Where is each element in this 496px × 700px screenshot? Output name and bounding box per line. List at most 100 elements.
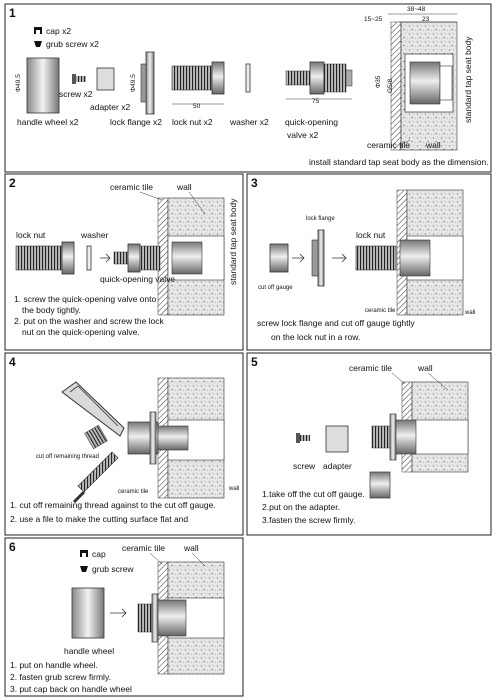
lock-nut-label-2: lock nut — [16, 230, 46, 240]
dim-15-25: 15~25 — [364, 16, 383, 23]
screw-part-5 — [296, 433, 310, 443]
panel-1-frame — [4, 3, 492, 173]
dim-lock-nut-length: 50 — [193, 103, 201, 110]
handle-wheel-label: handle wheel x2 — [17, 117, 79, 127]
adapter-part-5 — [325, 425, 349, 453]
washer-part-2 — [86, 245, 92, 271]
ceramic-label-5: ceramic tile — [349, 363, 392, 373]
seat-body-label-1: standard tap seat body — [463, 36, 473, 123]
dim-g58: G5/8 — [387, 79, 394, 93]
wall-label-2: wall — [176, 182, 192, 192]
screw-label: screw x2 — [59, 89, 93, 99]
panel-5-step-3: 3.fasten the screw firmly. — [262, 515, 355, 525]
wall-section-1 — [390, 21, 458, 151]
dim-23: 23 — [422, 16, 430, 23]
handle-wheel-part-6 — [71, 587, 105, 639]
handle-wheel-part — [26, 57, 60, 114]
panel-3-frame — [246, 173, 492, 351]
dim-35: Φ35 — [375, 75, 382, 88]
lock-flange-part-3 — [311, 229, 325, 287]
file-tool-icon — [72, 451, 119, 504]
lock-flange-label: lock flange x2 — [110, 117, 162, 127]
panel-1-number: 1 — [9, 6, 16, 20]
cap-label: cap x2 — [46, 26, 71, 36]
wall-section-3 — [396, 189, 464, 316]
adapter-part — [96, 67, 115, 91]
panel-6-step-3: 3. put cap back on handle wheel — [10, 684, 132, 694]
ceramic-label-2: ceramic tile — [110, 182, 153, 192]
quick-valve-label-2: valve x2 — [287, 130, 318, 140]
valve-assembly-4 — [127, 411, 189, 465]
washer-part — [245, 63, 251, 93]
washer-label: washer x2 — [229, 117, 269, 127]
install-note: install standard tap seat body as the di… — [309, 157, 489, 167]
wall-label-6: wall — [183, 543, 199, 553]
panel-6-step-1: 1. put on handle wheel. — [10, 660, 98, 670]
dim-flange-diameter: Φ49.5 — [130, 74, 137, 92]
panel-2-number: 2 — [9, 176, 16, 190]
quick-opening-valve-part — [285, 61, 353, 95]
wall-label-3: wall — [464, 310, 475, 316]
panel-6-frame — [4, 537, 244, 697]
panel-4-step-2: 2. use a file to make the cutting surfac… — [10, 514, 188, 524]
panel-2-step-2a: 2. put on the washer and screw the lock — [14, 316, 165, 326]
ceramic-label-6: ceramic tile — [122, 543, 165, 553]
panel-2-frame — [4, 173, 244, 351]
panel-5-number: 5 — [251, 355, 258, 369]
lock-flange-label-3: lock flange — [306, 216, 335, 222]
ceramic-label-4: ceramic tile — [118, 489, 149, 495]
lock-nut-part — [171, 61, 225, 95]
panel-5-step-2: 2.put on the adapter. — [262, 502, 340, 512]
quick-valve-label-1: quick-opening — [285, 117, 338, 127]
lock-flange-part — [140, 51, 155, 115]
cut-remaining-label: cut off remaining thread — [36, 454, 99, 460]
screw-label-5: screw — [293, 461, 316, 471]
panel-5-frame — [246, 352, 492, 536]
dim-valve-length: 75 — [312, 98, 320, 105]
wall-label-5: wall — [417, 363, 433, 373]
panel-3-number: 3 — [251, 176, 258, 190]
panel-2-step-1b: the body tightly. — [22, 305, 81, 315]
panel-5-step-1: 1.take off the cut off gauge. — [262, 489, 365, 499]
dim-38-48: 38~48 — [407, 6, 426, 13]
seat-body-label-2: standard tap seat body — [228, 198, 238, 285]
panel-3-step-1b: on the lock nut in a row. — [271, 332, 360, 342]
panel-6-number: 6 — [9, 540, 16, 554]
cap-icon — [34, 27, 42, 34]
ceramic-label-3: ceramic tile — [365, 308, 396, 314]
valve-assembly-6 — [137, 593, 187, 643]
lock-nut-label: lock nut x2 — [172, 117, 213, 127]
cut-off-gauge-label: cut off gauge — [258, 285, 293, 291]
grub-screw-label-6: grub screw — [92, 564, 134, 574]
cut-off-gauge-part — [269, 243, 289, 273]
lock-nut-label-3: lock nut — [356, 230, 386, 240]
cut-off-gauge-removed — [369, 471, 391, 499]
dim-handle-diameter: Φ49.5 — [15, 74, 22, 92]
hacksaw-icon — [61, 381, 125, 437]
cap-icon-6 — [80, 550, 88, 557]
panel-4-step-1: 1. cut off remaining thread against to t… — [10, 500, 216, 510]
wall-label-1: wall — [425, 140, 441, 150]
panel-4-number: 4 — [9, 355, 16, 369]
lock-nut-part-3 — [355, 245, 397, 271]
panel-2-step-1a: 1. screw the quick-opening valve onto — [14, 294, 156, 304]
panel-3-step-1a: screw lock flange and cut off gauge tigh… — [257, 318, 415, 328]
wall-section-2 — [157, 197, 225, 316]
lock-nut-part-2 — [15, 241, 75, 275]
grub-screw-icon-6 — [80, 566, 88, 572]
washer-label-2: washer — [80, 230, 109, 240]
panel-6-step-2: 2. fasten grub screw firmly. — [10, 672, 111, 682]
grub-screw-icon — [34, 41, 42, 47]
remaining-thread-piece — [84, 424, 108, 450]
quick-valve-label-2: quick-opening valve — [100, 274, 175, 284]
wall-label-4: wall — [228, 486, 239, 492]
handle-wheel-label-6: handle wheel — [64, 646, 114, 656]
ceramic-label-1: ceramic tile — [367, 140, 410, 150]
adapter-label-5: adapter — [323, 461, 352, 471]
valve-assembly-5 — [371, 413, 417, 461]
adapter-label: adapter x2 — [90, 102, 130, 112]
quick-opening-valve-part-2 — [113, 243, 161, 273]
grub-screw-label: grub screw x2 — [46, 39, 99, 49]
cap-label-6: cap — [92, 549, 106, 559]
